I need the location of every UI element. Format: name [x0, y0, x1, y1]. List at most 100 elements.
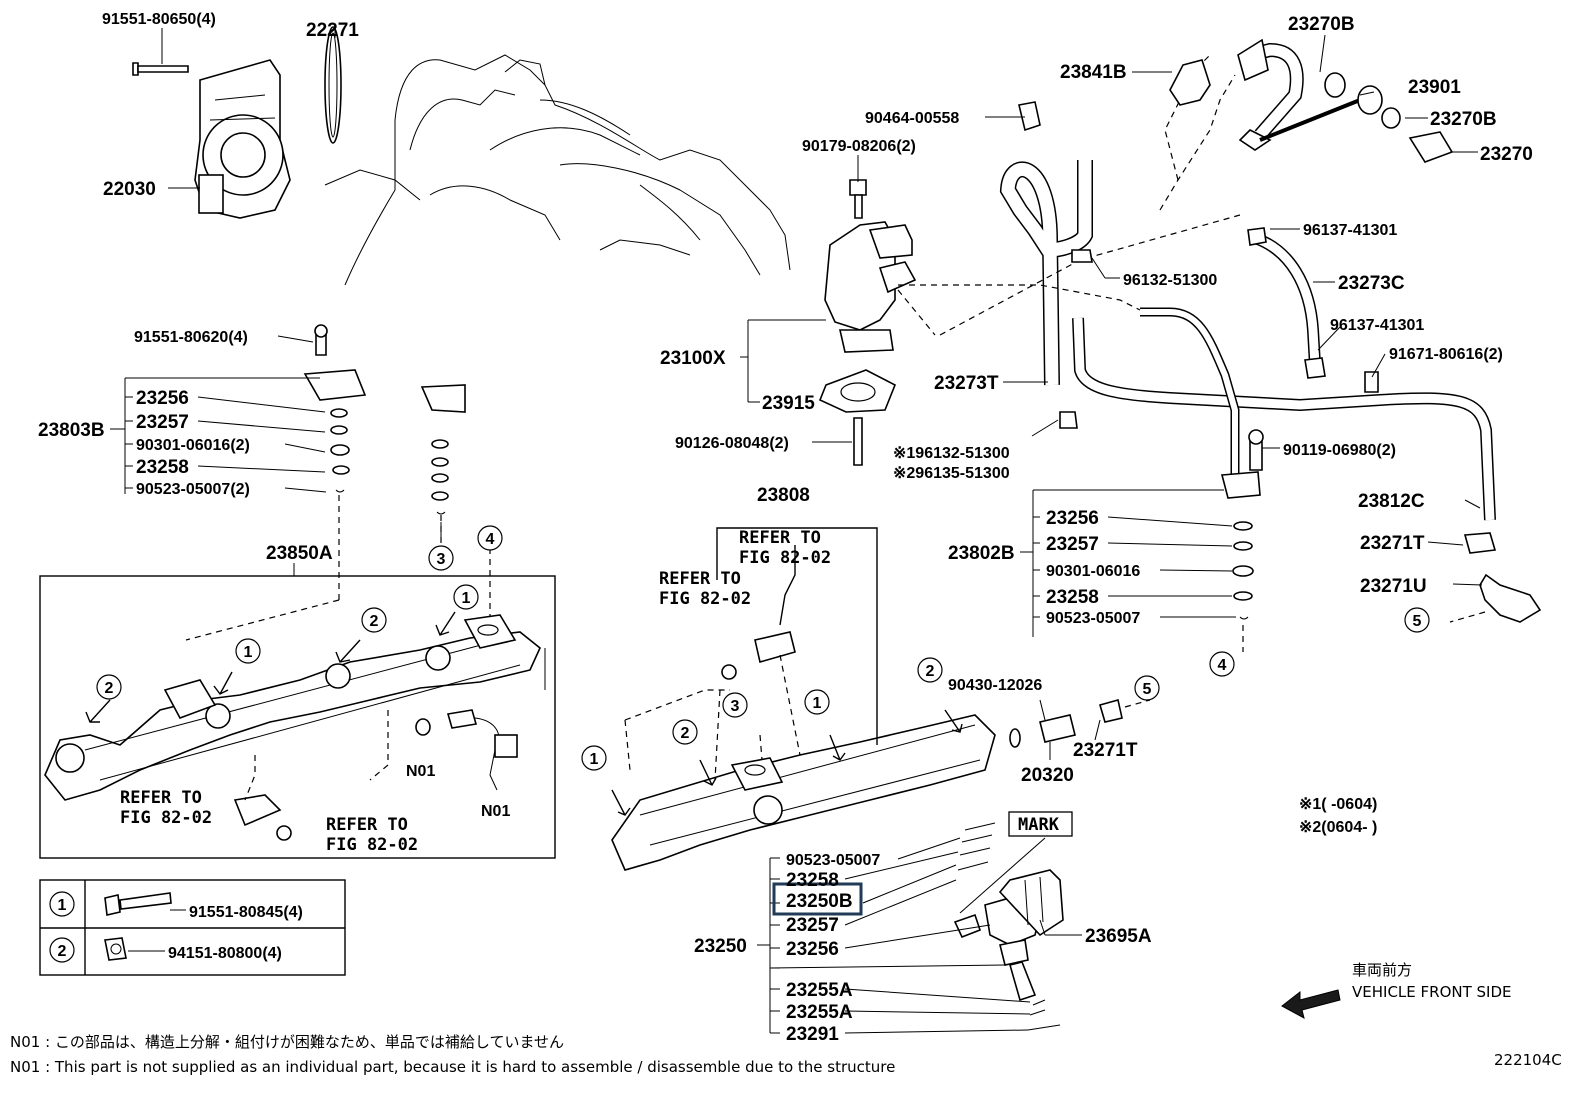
callout-1: 1 [590, 751, 599, 768]
part-label: 23271U [1360, 576, 1427, 597]
part-label: 90523-05007(2) [136, 481, 250, 498]
part-label: 90119-06980(2) [1283, 442, 1396, 459]
part-label: 23257 [786, 915, 839, 936]
part-label: 96137-41301 [1303, 222, 1397, 239]
refer-note: REFER TO [120, 788, 202, 808]
callout-2: 2 [681, 725, 690, 742]
part-label: ※296135-51300 [893, 465, 1010, 482]
part-label: 90126-08048(2) [675, 435, 789, 452]
part-label: 23915 [762, 393, 815, 414]
callout-5: 5 [1143, 681, 1152, 698]
part-label: 23291 [786, 1024, 839, 1045]
part-label: 23257 [136, 412, 189, 433]
front-label-jp: 車両前方 [1352, 961, 1412, 979]
callout-2: 2 [926, 663, 935, 680]
callout-1: 1 [813, 695, 822, 712]
part-label: 23270B [1288, 14, 1355, 35]
injector-drawing [953, 822, 1064, 1031]
range-note: ※2(0604- ) [1299, 819, 1377, 836]
part-label: 23255A [786, 1002, 853, 1023]
right-delivery-pipe-drawing [611, 631, 1151, 871]
part-label: 91671-80616(2) [1389, 346, 1503, 363]
leader-lines [110, 28, 1483, 1034]
part-label: 22271 [306, 20, 359, 41]
part-label: 96132-51300 [1123, 272, 1217, 289]
part-label: 23257 [1046, 534, 1099, 555]
front-label-en: VEHICLE FRONT SIDE [1352, 983, 1512, 1001]
part-label: 96137-41301 [1330, 317, 1424, 334]
part-label: 23250 [694, 936, 747, 957]
part-label: 23271T [1073, 740, 1138, 761]
legend-num: 1 [58, 897, 67, 914]
callout-3: 3 [437, 551, 446, 568]
part-label: 90464-00558 [865, 110, 959, 127]
part-label: 23808 [757, 485, 810, 506]
legend-num: 2 [58, 943, 67, 960]
part-label: 23270B [1430, 109, 1497, 130]
fastener-legend-table [39, 879, 346, 976]
vehicle-front-arrow [1281, 989, 1341, 1019]
refer-note: FIG 82-02 [659, 589, 751, 609]
part-label: 23695A [1085, 926, 1152, 947]
part-label: 23256 [786, 939, 839, 960]
part-label: 23258 [1046, 587, 1099, 608]
callout-2: 2 [370, 613, 379, 630]
part-label: 23100X [660, 348, 726, 369]
intake-manifold-drawing [324, 54, 791, 286]
part-label: 23271T [1360, 533, 1425, 554]
callout-1: 1 [462, 590, 471, 607]
part-label: 23258 [136, 457, 189, 478]
footnote-jp: N01 : この部品は、構造上分解・組付けが困難なため、単品では補給していません [10, 1033, 564, 1051]
part-label: 23255A [786, 980, 853, 1001]
note-ref: N01 [481, 803, 510, 820]
part-label: 23258 [786, 870, 839, 891]
part-label: 23256 [136, 388, 189, 409]
part-label: 90523-05007 [1046, 610, 1140, 627]
part-label-highlighted[interactable]: 23250B [786, 891, 853, 912]
callout-4: 4 [1218, 657, 1227, 674]
throttle-body-drawing [132, 26, 342, 219]
figure-code: 222104C [1494, 1051, 1562, 1069]
part-label: 23803B [38, 420, 105, 441]
part-label: 23841B [1060, 62, 1127, 83]
refer-note: FIG 82-02 [739, 548, 831, 568]
footnote-en: N01 : This part is not supplied as an in… [10, 1058, 895, 1076]
part-label: 91551-80650(4) [102, 11, 216, 28]
left-fuel-pipe-drawing [185, 303, 491, 641]
callout-circles [96, 525, 1430, 771]
range-note: ※1( -0604) [1299, 796, 1377, 813]
callout-1: 1 [244, 644, 253, 661]
part-label: 90179-08206(2) [802, 138, 916, 155]
highlight-box-23250B [772, 882, 863, 916]
part-label: 22030 [103, 179, 156, 200]
callout-4: 4 [486, 531, 495, 548]
bracket-outline [716, 527, 878, 745]
part-label: 90523-05007 [786, 852, 880, 869]
part-label: 23273C [1338, 273, 1405, 294]
callout-5: 5 [1413, 613, 1422, 630]
part-label: 90430-12026 [948, 677, 1042, 694]
right-fuel-pipe-drawing [1220, 429, 1264, 652]
refer-note: FIG 82-02 [120, 808, 212, 828]
part-label: 90301-06016(2) [136, 437, 250, 454]
refer-note: REFER TO [326, 815, 408, 835]
part-label: 91551-80620(4) [134, 329, 248, 346]
part-label: 23901 [1408, 77, 1461, 98]
callout-numbers: 3 4 2 1 2 1 1 2 3 1 2 5 4 5 [105, 531, 1422, 768]
left-delivery-pipe-drawing [44, 611, 546, 841]
refer-note: REFER TO [739, 528, 821, 548]
refer-note: FIG 82-02 [326, 835, 418, 855]
fuel-pump-module-drawing [818, 101, 1041, 466]
part-label: 90301-06016 [1046, 563, 1140, 580]
callout-2: 2 [105, 680, 114, 697]
part-labels: 91551-80650(4) 22271 22030 91551-80620(4… [10, 11, 1562, 1076]
part-label: ※196132-51300 [893, 445, 1010, 462]
part-label: 23273T [934, 373, 999, 394]
part-label: 23270 [1480, 144, 1533, 165]
part-label: 23812C [1358, 491, 1425, 512]
leader-line [779, 545, 796, 626]
mark-box [1008, 811, 1073, 837]
part-label: 23256 [1046, 508, 1099, 529]
callout-3: 3 [731, 698, 740, 715]
part-label: 94151-80800(4) [168, 945, 282, 962]
